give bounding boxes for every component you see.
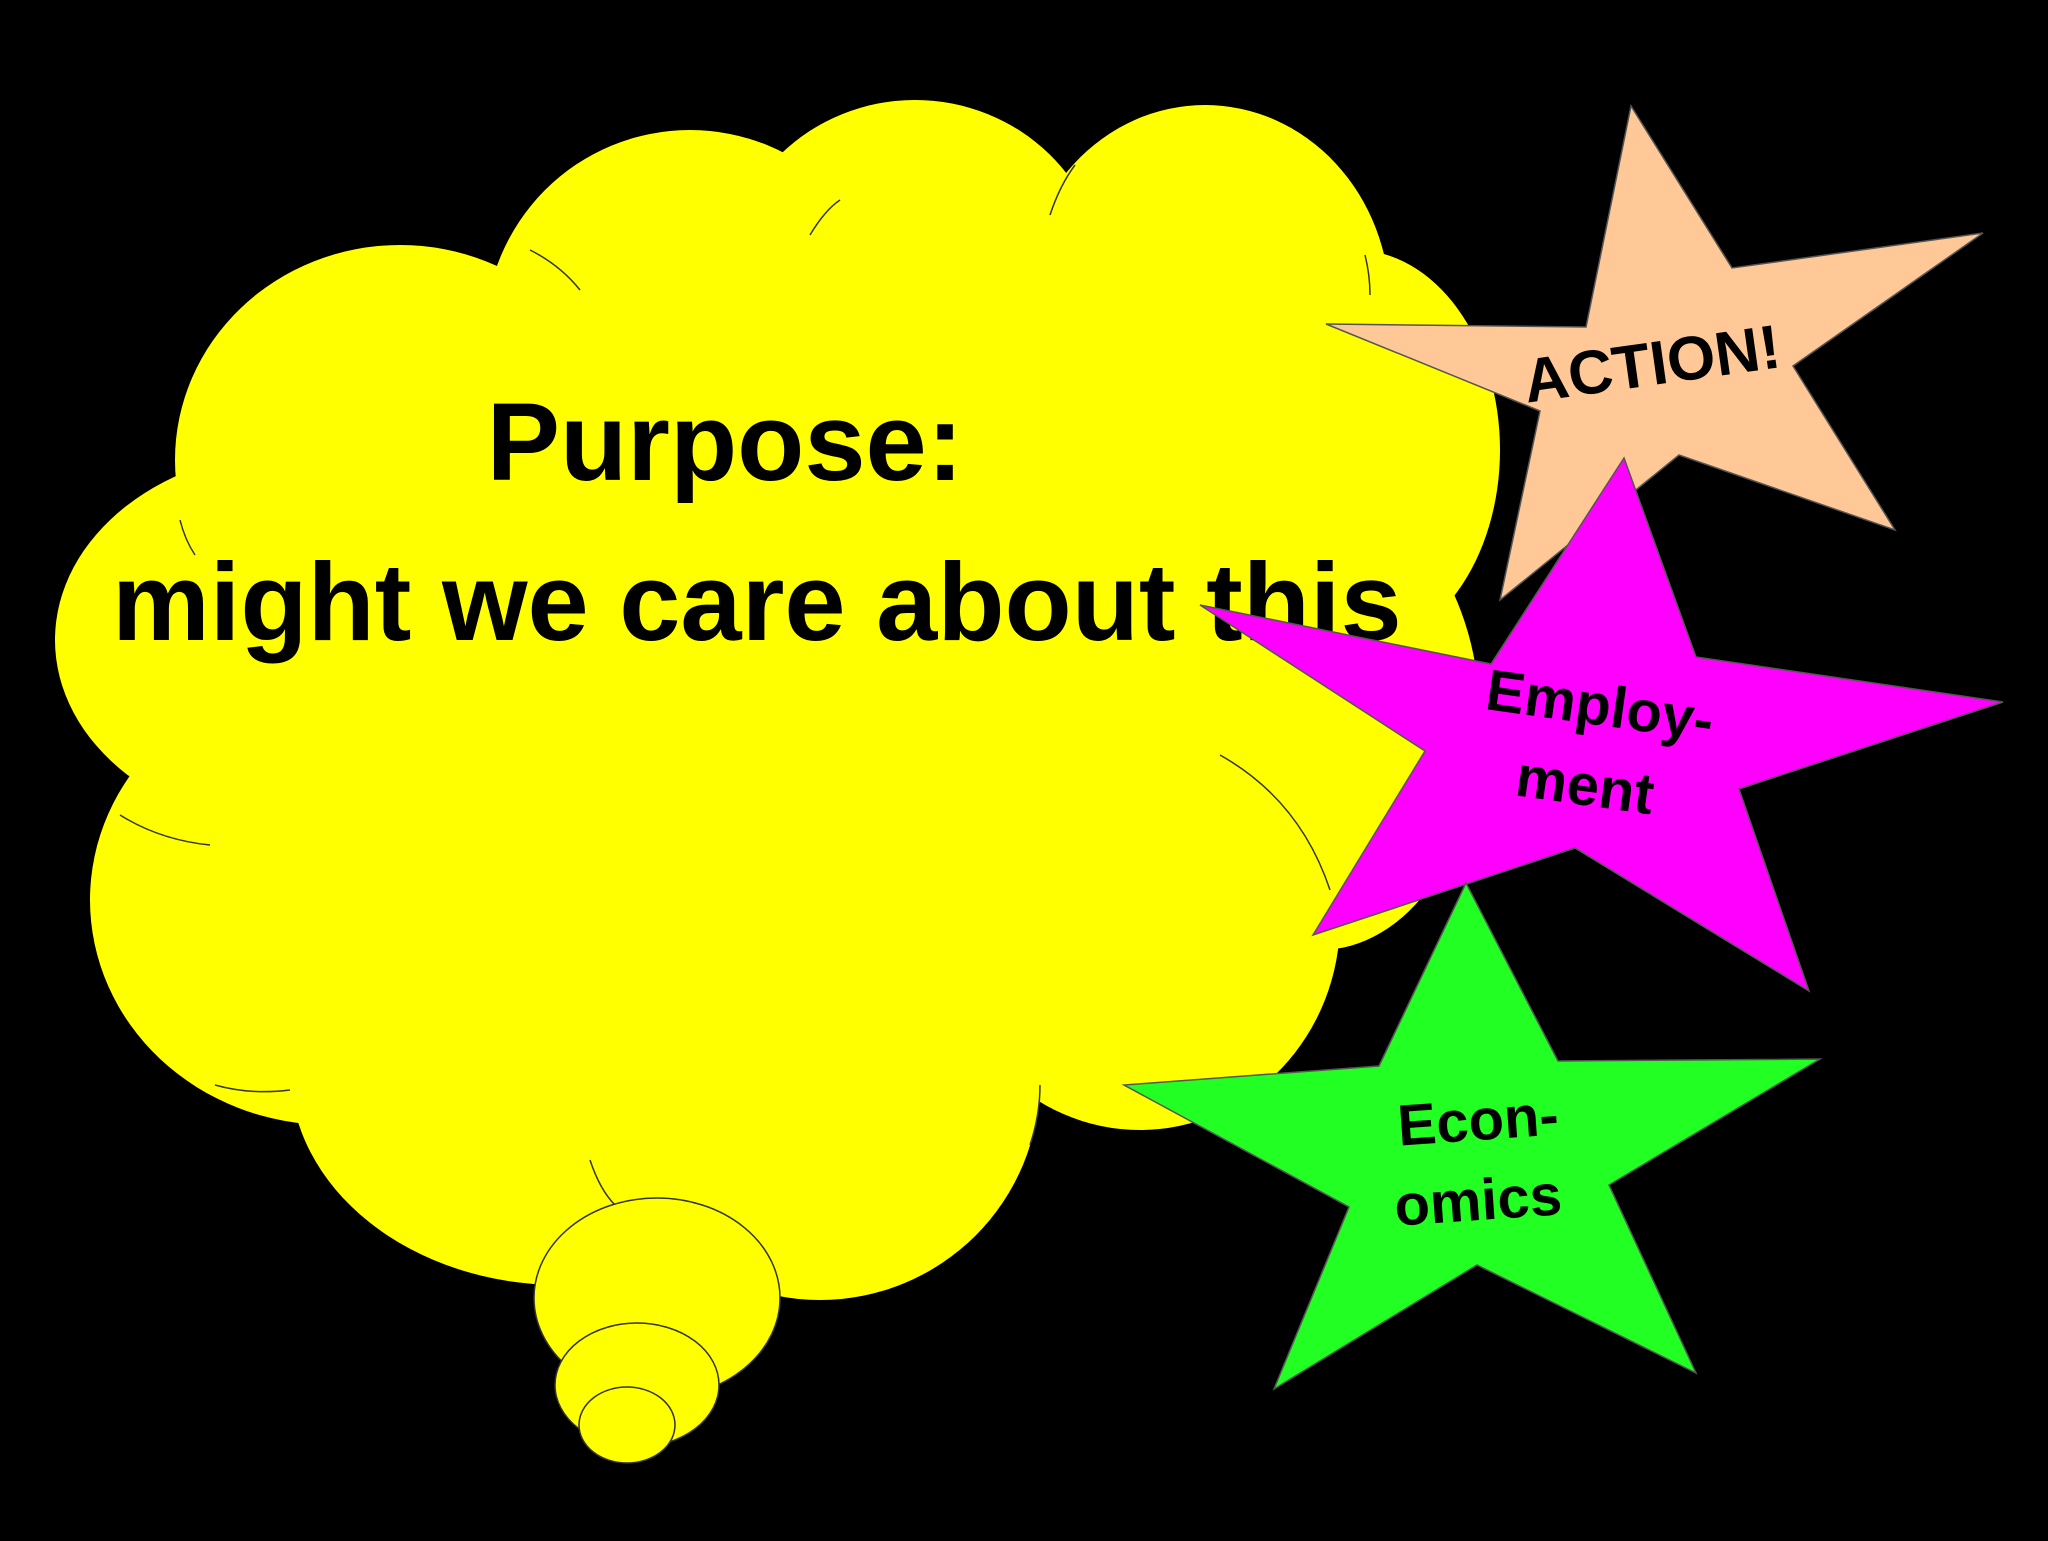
- thought-cloud: [55, 100, 1500, 1300]
- title-line-1: Purpose:: [487, 381, 964, 504]
- thought-bubbles: [533, 1197, 781, 1464]
- star-economics-label-2: omics: [1392, 1162, 1564, 1239]
- star-employment: Employ- ment: [1199, 456, 2004, 993]
- star-economics-label-1: Econ-: [1395, 1082, 1560, 1158]
- star-action: ACTION!: [1325, 104, 1984, 602]
- title-line-2: might we care about this: [112, 541, 1402, 664]
- star-economics: Econ- omics: [1121, 881, 1823, 1391]
